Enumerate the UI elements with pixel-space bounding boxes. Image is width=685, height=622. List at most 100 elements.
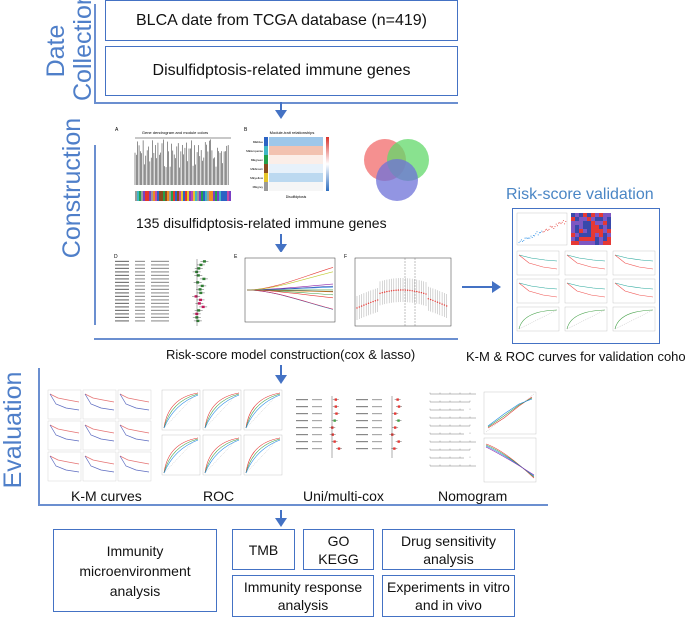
validation-heat-cell <box>603 225 607 229</box>
module-color-strip <box>135 191 137 201</box>
module-trait-title: Module-trait relationships <box>270 130 315 135</box>
forest-hr <box>151 264 169 266</box>
cox-point <box>334 398 338 401</box>
module-cell-6 <box>269 182 323 191</box>
module-color-strip <box>197 191 199 201</box>
validation-heat-cell <box>587 237 591 241</box>
validation-heat-cell <box>595 233 599 237</box>
validation-km-frame <box>564 250 608 276</box>
cv-point <box>416 290 418 293</box>
calibration-curve <box>487 398 533 427</box>
validation-heat-cell <box>579 217 583 221</box>
cox-label <box>356 406 368 408</box>
forest-pvalue <box>135 309 145 311</box>
validation-km-low <box>518 254 558 262</box>
validation-figure <box>512 208 660 344</box>
cox-label <box>296 406 308 408</box>
km-curve-low <box>119 455 150 465</box>
validation-heat-cell <box>607 241 611 245</box>
module-color-strip <box>141 191 143 201</box>
roc-curve <box>204 393 240 429</box>
validation-heat-cell <box>599 225 603 229</box>
module-color-strip <box>205 191 207 201</box>
module-color-strip <box>147 191 149 201</box>
module-color-yellow <box>264 173 268 182</box>
separator-evaluation-bottom <box>38 504 548 506</box>
km-curve-high <box>119 455 150 473</box>
forest-hr <box>151 267 169 269</box>
validation-km-high <box>614 254 654 270</box>
module-color-strip <box>189 191 191 201</box>
validation-heat-cell <box>575 213 579 217</box>
module-label-blue: MEblue <box>253 140 264 144</box>
cox-point <box>397 440 400 443</box>
module-color-strip <box>199 191 201 201</box>
cox-value <box>312 427 322 429</box>
immunity-box: Immunity microenvironment analysis <box>53 529 217 612</box>
cv-point <box>420 292 423 294</box>
module-color-strip <box>165 191 167 201</box>
forest-point <box>199 263 203 267</box>
cox-point <box>333 440 336 443</box>
validation-risk-point <box>522 240 524 242</box>
tcga-box-label: BLCA date from TCGA database (n=419) <box>136 11 427 29</box>
validation-heat-cell <box>595 221 599 225</box>
validation-heat-cell <box>607 233 611 237</box>
cox-label <box>296 399 308 401</box>
validation-heat-cell <box>599 233 603 237</box>
module-color-strip <box>223 191 225 201</box>
lasso-coef-path <box>246 271 334 291</box>
unimulti-caption: Uni/multi-cox <box>303 488 384 504</box>
forest-pvalue <box>135 302 145 304</box>
cox-label <box>356 441 368 443</box>
roc-curve <box>163 438 199 474</box>
section-label-evaluation: Evaluation <box>0 371 27 489</box>
validation-km-frame <box>612 278 656 304</box>
validation-risk-point <box>550 226 552 228</box>
cox-label <box>296 427 308 429</box>
cox-point <box>335 412 338 415</box>
arrow-to-validation-head <box>492 281 501 293</box>
cox-point <box>397 419 400 422</box>
forest-pvalue <box>135 278 145 280</box>
module-color-strip <box>207 191 209 201</box>
forest-hr <box>151 306 169 308</box>
validation-heat-cell <box>607 213 611 217</box>
validation-heat-cell <box>571 233 575 237</box>
separator-collection-bottom <box>94 102 458 104</box>
validation-heat-cell <box>603 221 607 225</box>
forest-hr <box>151 313 169 315</box>
cox-point <box>393 426 397 429</box>
validation-heat-cell <box>583 233 587 237</box>
module-color-strip <box>171 191 173 201</box>
forest-gene-label <box>115 302 129 304</box>
cv-point <box>443 304 446 306</box>
section-label-construction: Construction <box>58 117 86 259</box>
cox-label <box>356 448 368 450</box>
cox-point <box>396 398 399 401</box>
dca-curve <box>485 446 535 476</box>
roc-figure-svg <box>161 389 283 476</box>
module-color-strip <box>139 191 141 201</box>
module-trait-svg: B Module-trait relationships MEblue MEtu… <box>244 127 329 199</box>
validation-km-frame <box>564 278 608 304</box>
cox-value <box>312 399 322 401</box>
validation-heat-cell <box>579 241 583 245</box>
cox-point <box>397 405 401 408</box>
validation-risk-point <box>523 240 525 242</box>
cv-point <box>439 302 441 304</box>
nomogram-figure-svg <box>429 391 537 483</box>
forest-point <box>196 274 200 277</box>
cox-label <box>356 427 368 429</box>
validation-heat-cell <box>575 229 579 233</box>
module-label-brown: MEbrown <box>250 167 263 171</box>
km-panel-frame <box>82 451 117 482</box>
km-curve-high <box>84 455 115 473</box>
module-color-strip <box>167 191 169 201</box>
immunity-line1: Immunity <box>106 542 164 559</box>
arrow-construction-to-evaluation <box>280 365 282 375</box>
dendrogram-figure-svg: A Gene dendrogram and module colors <box>115 127 231 201</box>
validation-risk-point <box>547 230 549 232</box>
roc-curve <box>204 437 240 474</box>
validation-heat-cell <box>571 237 575 241</box>
